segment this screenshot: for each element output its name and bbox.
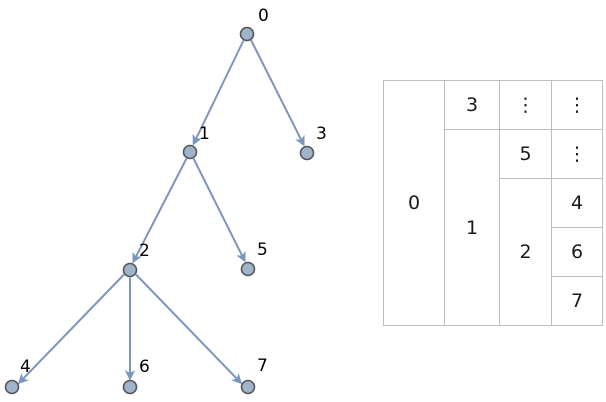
tree-graph-panel: 0 1 2 3 4 5 6 7	[4, 6, 327, 395]
node-label-1: 1	[199, 124, 210, 144]
node-3[interactable]	[299, 145, 315, 161]
edge-1-5	[192, 158, 246, 263]
adjacency-table: 0 3 ⋮ ⋮ 1 5 ⋮ 2 4 6 7	[383, 80, 603, 326]
table-cell-r5c4: 7	[551, 276, 603, 326]
table-cell-r3c3: 2	[499, 178, 552, 326]
node-label-2: 2	[139, 241, 150, 261]
table-row: 0 3 ⋮ ⋮	[383, 80, 603, 326]
edge-2-7	[135, 273, 243, 385]
node-1[interactable]	[182, 144, 198, 160]
table-cell-r1c2: 3	[444, 80, 500, 130]
graph-nodes	[4, 26, 315, 395]
edge-2-4	[17, 273, 125, 385]
table-cell-r2c3: 5	[499, 129, 552, 179]
table-row: 2 4	[384, 178, 603, 326]
table-row: 6	[384, 227, 603, 277]
tree-graph-svg	[4, 26, 315, 395]
table-cell-r4c4: 6	[551, 227, 603, 277]
table-cell-r1c4: ⋮	[551, 80, 603, 130]
node-label-3: 3	[316, 124, 327, 144]
table-cell-r2c2: 1	[444, 129, 500, 326]
table-row: 1 5 ⋮	[384, 129, 603, 326]
node-2[interactable]	[122, 262, 138, 278]
node-6[interactable]	[122, 379, 138, 395]
table-cell-r1c3: ⋮	[499, 80, 552, 130]
edge-1-2	[132, 158, 188, 264]
node-label-0: 0	[258, 6, 269, 26]
node-7[interactable]	[240, 379, 256, 395]
node-5[interactable]	[240, 261, 256, 277]
table-cell-r2c4: ⋮	[551, 129, 603, 179]
graph-edges	[17, 39, 305, 385]
edge-0-3	[250, 39, 305, 147]
node-label-5: 5	[257, 240, 268, 260]
node-label-6: 6	[139, 357, 150, 377]
edge-0-1	[192, 40, 245, 146]
node-label-4: 4	[20, 357, 31, 377]
node-0[interactable]	[239, 26, 255, 42]
table-cell-r3c4: 4	[551, 178, 603, 228]
node-4[interactable]	[4, 379, 20, 395]
table-row: 7	[384, 276, 603, 326]
node-label-7: 7	[257, 356, 268, 376]
table-cell-r1c1: 0	[383, 80, 445, 326]
